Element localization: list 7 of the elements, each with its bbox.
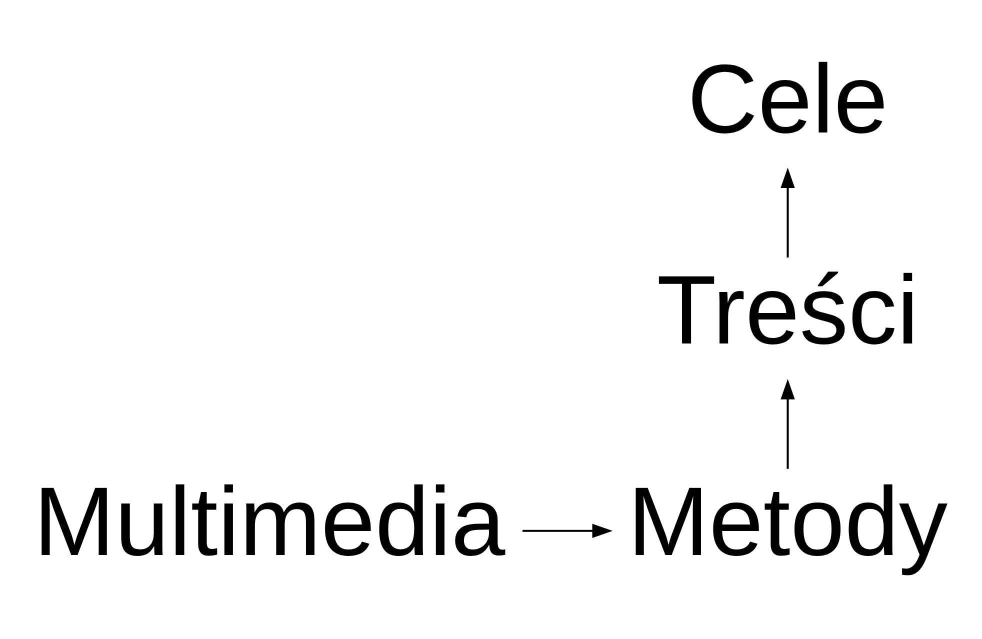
node-text: Cele [687,44,888,154]
arrow [780,379,795,469]
node-text: Multimedia [34,467,506,576]
arrow [780,168,795,258]
arrow [522,524,613,538]
node-text: Metody [628,467,948,576]
node-text: Treści [656,256,919,365]
